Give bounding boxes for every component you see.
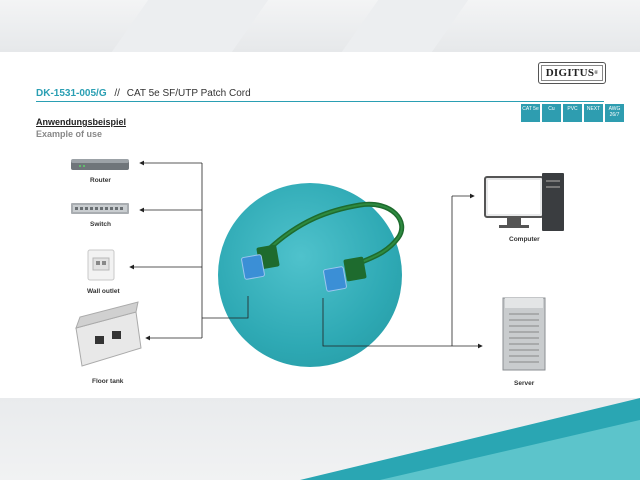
connector-left (241, 244, 280, 280)
spec-badge: AWG 26/7 (605, 104, 624, 122)
footer-background (0, 398, 640, 480)
spec-badges: CAT 5e Cu PVC NEXT AWG 26/7 (521, 104, 624, 122)
spec-badge: NEXT (584, 104, 603, 122)
router-icon (71, 159, 129, 170)
server-label: Server (514, 380, 535, 387)
spec-badge: CAT 5e (521, 104, 540, 122)
section-title-en: Example of use (36, 129, 103, 139)
title-separator: // (114, 88, 120, 99)
switch-label: Switch (90, 221, 111, 228)
product-title: DK-1531-005/G // CAT 5e SF/UTP Patch Cor… (36, 88, 251, 99)
router-label: Router (90, 177, 111, 184)
switch-icon (71, 203, 129, 214)
floor-tank-label: Floor tank (92, 378, 124, 385)
patch-cable (241, 201, 405, 292)
server-icon (502, 297, 546, 371)
connection-lines-left (129, 160, 249, 341)
computer-label: Computer (509, 236, 540, 243)
spec-badge: PVC (563, 104, 582, 122)
connection-lines-right (322, 193, 483, 349)
spec-badge: Cu (542, 104, 561, 122)
wall-outlet-label: Wall outlet (87, 288, 120, 295)
product-code: DK-1531-005/G (36, 88, 107, 99)
digitus-logo: DIGITUS® (538, 62, 606, 84)
section-title-de: Anwendungsbeispiel (36, 117, 127, 127)
wall-outlet-icon (87, 249, 115, 281)
footer-teal-stripe (300, 398, 640, 480)
computer-icon (484, 173, 564, 231)
connector-right (323, 256, 367, 292)
header-background (0, 0, 640, 52)
floor-tank-icon (75, 301, 142, 367)
product-name: CAT 5e SF/UTP Patch Cord (126, 88, 251, 99)
title-rule (36, 101, 604, 102)
